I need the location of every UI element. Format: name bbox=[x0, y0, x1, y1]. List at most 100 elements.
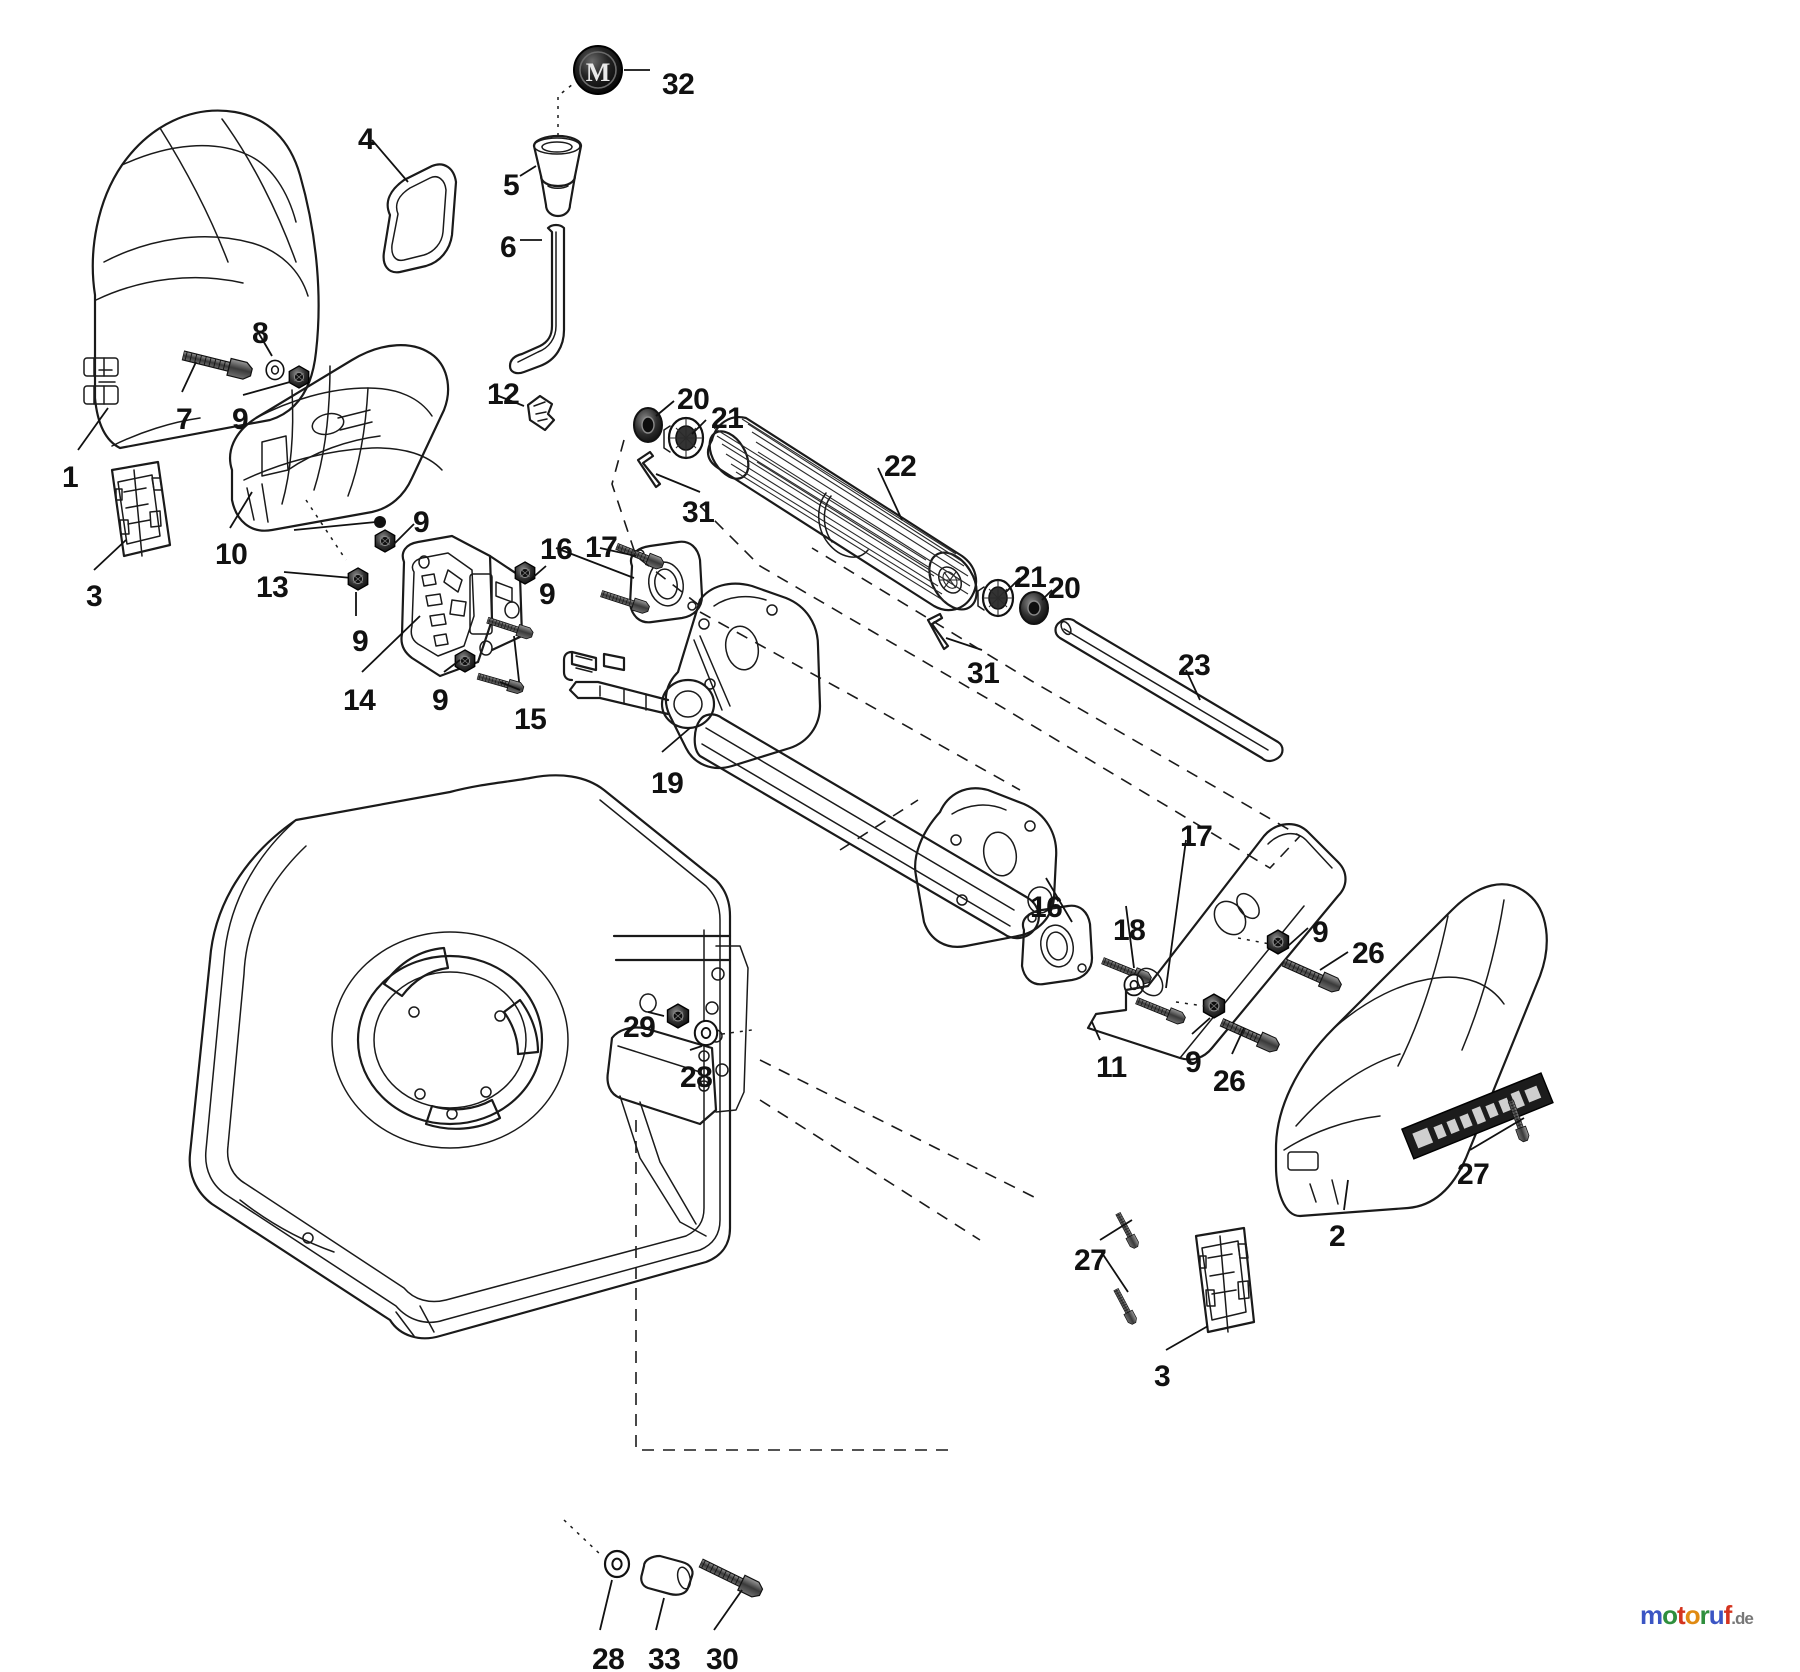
callout-12: 12 bbox=[487, 378, 520, 411]
part-22-cutting-cylinder bbox=[706, 416, 978, 612]
part-32-knob-cap: M bbox=[573, 45, 650, 95]
part-18-washer bbox=[1123, 905, 1145, 997]
callout-17b: 17 bbox=[1180, 820, 1213, 853]
callout-7: 7 bbox=[176, 403, 193, 436]
callout-31b: 31 bbox=[967, 657, 1000, 690]
part-1-left-cover bbox=[77, 109, 320, 451]
callout-21: 21 bbox=[711, 402, 744, 435]
part-5-rubber-boot bbox=[519, 79, 583, 218]
dash-shield-nut bbox=[1237, 937, 1271, 945]
part-15-screw-a bbox=[485, 614, 535, 691]
part-31-pin-right bbox=[926, 612, 983, 651]
callout-14: 14 bbox=[343, 684, 376, 717]
callout-28: 28 bbox=[680, 1061, 713, 1094]
callout-1: 1 bbox=[62, 461, 79, 494]
callout-28b: 28 bbox=[592, 1643, 625, 1672]
callout-19: 19 bbox=[651, 767, 684, 800]
part-17-bolt-a bbox=[599, 540, 666, 572]
callout-9d: 9 bbox=[432, 684, 449, 717]
callout-16b: 16 bbox=[1030, 891, 1063, 924]
callout-6: 6 bbox=[500, 231, 517, 264]
part-14-mounting-plate bbox=[361, 534, 524, 678]
part-9-nut-a bbox=[242, 365, 310, 396]
callout-13: 13 bbox=[256, 571, 289, 604]
part-19-frame-arm bbox=[562, 582, 1058, 948]
part-3-clip-left bbox=[93, 460, 172, 571]
callout-32: 32 bbox=[662, 68, 695, 101]
watermark-letter-r: r bbox=[1699, 1600, 1710, 1630]
callout-27b: 27 bbox=[1074, 1244, 1107, 1277]
callout-17: 17 bbox=[585, 531, 618, 564]
callout-11: 11 bbox=[1096, 1051, 1127, 1084]
callout-3: 3 bbox=[86, 580, 103, 613]
callout-31: 31 bbox=[682, 496, 715, 529]
callout-27: 27 bbox=[1457, 1158, 1490, 1191]
part-20-nut-right bbox=[1019, 589, 1053, 625]
svg-text:M: M bbox=[586, 58, 611, 87]
part-7-bolt bbox=[180, 346, 255, 393]
part-2-right-cover bbox=[1274, 883, 1554, 1218]
part-29-nut bbox=[647, 1003, 690, 1029]
part-4-grommet-pad bbox=[371, 139, 458, 274]
callout-20b: 20 bbox=[1048, 572, 1081, 605]
watermark-letter-t: t bbox=[1677, 1600, 1686, 1630]
callout-20: 20 bbox=[677, 383, 710, 416]
cover-logo-badge bbox=[1400, 1072, 1554, 1160]
dash-shield-nut-2 bbox=[1175, 1001, 1205, 1007]
part-28-washer-deck bbox=[689, 1019, 753, 1051]
part-30-bolt-bottom bbox=[696, 1554, 766, 1631]
part-20-nut-left bbox=[633, 400, 675, 443]
callout-22: 22 bbox=[884, 450, 917, 483]
callout-33: 33 bbox=[648, 1643, 681, 1672]
callout-18: 18 bbox=[1113, 914, 1146, 947]
callout-3b: 3 bbox=[1154, 1360, 1171, 1393]
part-9-nut-f bbox=[1266, 927, 1309, 955]
part-16-flange-right bbox=[1020, 877, 1094, 986]
assembly-dash-a bbox=[611, 439, 701, 607]
part-10-handle-bracket bbox=[228, 344, 450, 561]
part-21-bearing-right bbox=[977, 577, 1021, 618]
callout-9f: 9 bbox=[1312, 916, 1329, 949]
watermark-letter-o1: o bbox=[1662, 1600, 1678, 1630]
part-27-screws-left bbox=[1099, 1210, 1141, 1327]
assembly-dash-c bbox=[699, 611, 1021, 791]
callout-8: 8 bbox=[252, 317, 269, 350]
callout-9b: 9 bbox=[413, 506, 430, 539]
part-8-washer bbox=[257, 331, 285, 381]
callout-30: 30 bbox=[706, 1643, 739, 1672]
part-9-nut-g bbox=[1191, 993, 1226, 1035]
deck-dash-b bbox=[759, 1099, 981, 1241]
part-31-pin-left bbox=[636, 450, 701, 493]
callout-26b: 26 bbox=[1213, 1065, 1246, 1098]
part-9-nut-b bbox=[374, 523, 415, 553]
callout-29: 29 bbox=[623, 1011, 656, 1044]
part-17-bolt-d bbox=[1133, 839, 1188, 1027]
callout-2: 2 bbox=[1329, 1220, 1346, 1253]
watermark-letter-o2: o bbox=[1684, 1600, 1701, 1630]
part-11-side-shield bbox=[1086, 823, 1347, 1061]
watermark-letter-f: f bbox=[1723, 1600, 1733, 1630]
callout-4: 4 bbox=[358, 123, 375, 156]
part-17-bolt-b bbox=[598, 587, 651, 616]
part-23-shaft bbox=[1054, 617, 1284, 763]
callout-10: 10 bbox=[215, 538, 248, 571]
part-9-nut-e bbox=[514, 561, 547, 585]
callout-5: 5 bbox=[503, 169, 520, 202]
part-28-washer-bottom bbox=[563, 1519, 631, 1631]
part-26-bolt-b bbox=[1217, 1014, 1282, 1055]
watermark-letter-m: m bbox=[1640, 1600, 1663, 1630]
callout-23: 23 bbox=[1178, 649, 1211, 682]
assembly-dash-d bbox=[839, 799, 919, 851]
part-12-clip bbox=[495, 394, 556, 432]
watermark-suffix: .de bbox=[1731, 1609, 1754, 1628]
part-9-nut-c bbox=[347, 567, 369, 616]
part-9-nut-d bbox=[443, 649, 476, 673]
part-15-screw-b bbox=[475, 670, 526, 696]
callout-9a: 9 bbox=[232, 403, 249, 436]
part-27-screw-right bbox=[1469, 1098, 1531, 1151]
callout-21b: 21 bbox=[1014, 561, 1047, 594]
callout-9g: 9 bbox=[1185, 1046, 1202, 1079]
callout-26: 26 bbox=[1352, 937, 1385, 970]
part-21-bearing-left bbox=[663, 416, 707, 460]
